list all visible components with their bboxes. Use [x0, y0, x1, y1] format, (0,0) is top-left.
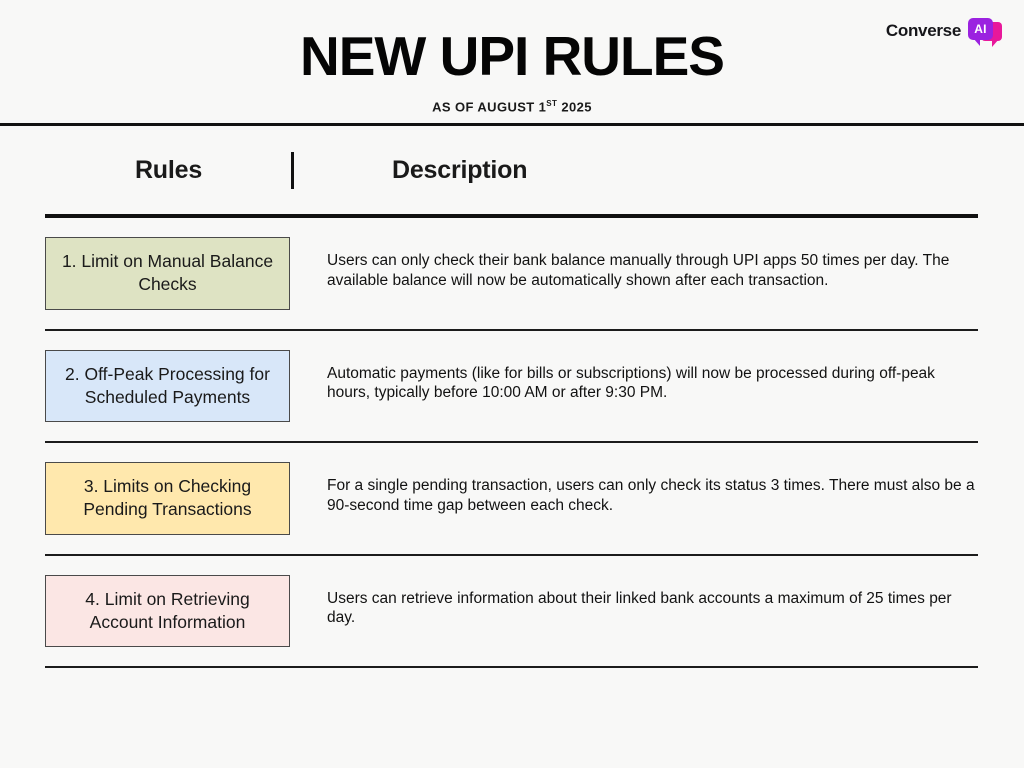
- table-column-headers: Rules Description: [45, 126, 978, 214]
- rules-table: Rules Description 1. Limit on Manual Bal…: [45, 126, 978, 669]
- table-row: 4. Limit on Retrieving Account Informati…: [45, 556, 978, 667]
- brand-name: Converse: [885, 21, 961, 40]
- brand-logo: Converse AI: [885, 18, 1002, 47]
- ai-badge-label: AI: [968, 18, 993, 46]
- subtitle-prefix: AS OF AUGUST 1: [432, 99, 547, 115]
- column-header-divider: [291, 151, 294, 189]
- page-subtitle: AS OF AUGUST 1ST 2025: [0, 84, 1024, 114]
- row-divider: [45, 328, 978, 331]
- page-title: NEW UPI RULES: [300, 25, 725, 87]
- column-header-rules: Rules: [134, 155, 203, 184]
- row-divider: [45, 666, 978, 669]
- table-row: 2. Off-Peak Processing for Scheduled Pay…: [45, 331, 978, 442]
- rule-description: Users can retrieve information about the…: [327, 589, 952, 627]
- subtitle-ordinal: ST: [546, 99, 558, 108]
- rule-label-box: 3. Limits on Checking Pending Transactio…: [45, 462, 290, 535]
- table-row: 1. Limit on Manual Balance Checks Users …: [45, 218, 978, 329]
- rule-description: Automatic payments (like for bills or su…: [327, 364, 935, 402]
- rule-description: For a single pending transaction, users …: [327, 477, 975, 514]
- subtitle-suffix: 2025: [557, 99, 592, 115]
- table-row: 3. Limits on Checking Pending Transactio…: [45, 443, 978, 554]
- rule-label-box: 4. Limit on Retrieving Account Informati…: [45, 574, 290, 648]
- column-header-description: Description: [392, 155, 528, 184]
- table-header-rule: [45, 214, 978, 218]
- rule-description: Users can only check their bank balance …: [327, 252, 950, 289]
- row-divider: [45, 441, 978, 444]
- rule-label-box: 1. Limit on Manual Balance Checks: [45, 237, 290, 310]
- rule-label-box: 2. Off-Peak Processing for Scheduled Pay…: [45, 349, 290, 423]
- ai-chat-bubble-icon: AI: [968, 18, 1002, 47]
- row-divider: [45, 553, 978, 556]
- page-header: Converse AI NEW UPI RULES AS OF AUGUST 1…: [0, 0, 1024, 126]
- header-divider: [0, 123, 1024, 126]
